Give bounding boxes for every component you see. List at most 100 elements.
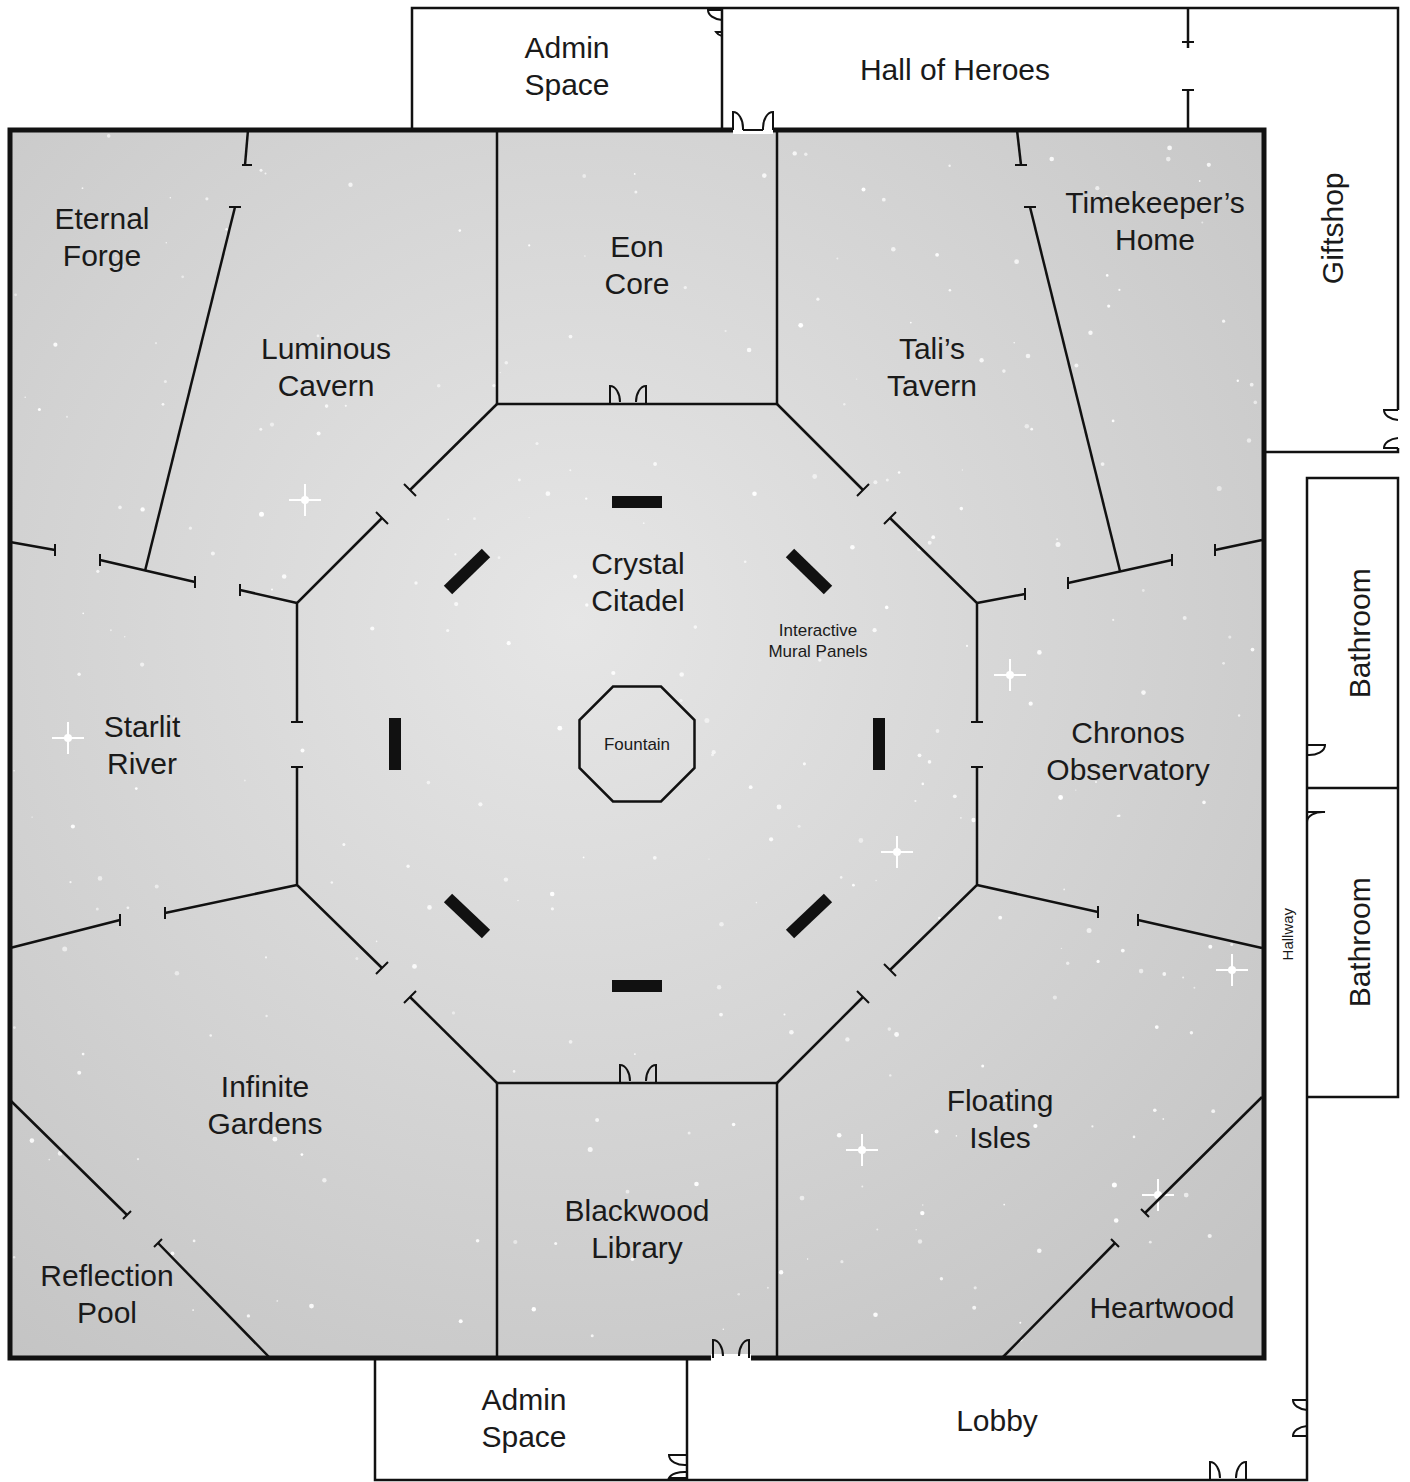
stars bbox=[979, 358, 983, 362]
stars bbox=[205, 197, 208, 200]
stars bbox=[181, 275, 184, 278]
room: Reflection Pool bbox=[14, 1230, 214, 1356]
stars bbox=[840, 876, 843, 879]
inner-walls bbox=[497, 1083, 777, 1358]
stars bbox=[922, 783, 925, 786]
mural-panels bbox=[790, 898, 828, 934]
stars bbox=[260, 169, 263, 172]
outer-walls bbox=[412, 8, 1398, 410]
stars bbox=[893, 848, 901, 856]
stars bbox=[935, 1130, 939, 1134]
room-name: Admin Space bbox=[497, 30, 637, 103]
stars bbox=[752, 491, 757, 496]
inner-walls bbox=[1030, 207, 1120, 571]
stars bbox=[843, 403, 845, 405]
stars bbox=[889, 1074, 891, 1076]
stars bbox=[653, 856, 657, 860]
stars bbox=[747, 348, 752, 353]
stars bbox=[1247, 438, 1251, 442]
stars bbox=[694, 625, 698, 629]
stars bbox=[804, 153, 807, 156]
outer-walls bbox=[721, 8, 724, 130]
stars bbox=[777, 805, 782, 810]
stars bbox=[885, 606, 889, 610]
stars bbox=[135, 787, 138, 790]
outer-walls bbox=[686, 1358, 689, 1480]
stars bbox=[325, 404, 329, 408]
stars bbox=[289, 484, 321, 516]
room-name: Fountain bbox=[587, 735, 687, 756]
stars bbox=[447, 519, 449, 521]
stars bbox=[1107, 305, 1110, 308]
stars bbox=[949, 289, 952, 292]
stars bbox=[582, 174, 586, 178]
stars bbox=[960, 817, 962, 819]
room-name: Blackwood Library bbox=[537, 1193, 737, 1266]
inner-walls bbox=[410, 997, 497, 1083]
stars bbox=[175, 971, 180, 976]
stars bbox=[732, 1123, 736, 1127]
stars bbox=[994, 659, 1026, 691]
stars bbox=[816, 298, 819, 301]
stars bbox=[211, 552, 215, 556]
stars bbox=[1053, 996, 1057, 1000]
stars bbox=[749, 785, 753, 789]
stars bbox=[793, 151, 797, 155]
room-name: Eternal Forge bbox=[22, 201, 182, 274]
stars bbox=[192, 1309, 194, 1311]
stars bbox=[585, 497, 587, 499]
stars bbox=[244, 780, 246, 782]
doors bbox=[1210, 1462, 1246, 1480]
stars bbox=[1002, 369, 1006, 373]
stars bbox=[1155, 1025, 1159, 1029]
mural-panels bbox=[389, 718, 401, 770]
stars bbox=[535, 442, 538, 445]
mural-panels bbox=[448, 553, 486, 590]
stars bbox=[972, 1306, 976, 1310]
stars bbox=[800, 1196, 805, 1201]
stars bbox=[414, 581, 417, 584]
stars bbox=[1182, 976, 1184, 978]
room-name: Eon Core bbox=[582, 229, 692, 302]
mural-panels bbox=[448, 898, 486, 934]
stars bbox=[155, 342, 157, 344]
stars bbox=[276, 1300, 278, 1302]
stars bbox=[505, 361, 509, 365]
stars bbox=[873, 1312, 878, 1317]
stars bbox=[894, 1032, 899, 1037]
wall-ends bbox=[55, 165, 416, 1247]
stars bbox=[1066, 962, 1069, 965]
inner-walls bbox=[1017, 130, 1021, 165]
outer-walls bbox=[1187, 8, 1190, 130]
stars bbox=[1166, 157, 1171, 162]
stars bbox=[723, 1328, 725, 1330]
doors bbox=[1293, 1400, 1307, 1436]
stars bbox=[1097, 960, 1100, 963]
stars bbox=[1025, 424, 1030, 429]
room: Starlit River bbox=[14, 600, 284, 900]
stars bbox=[427, 781, 431, 785]
stars bbox=[859, 838, 864, 843]
stars bbox=[1183, 616, 1187, 620]
room: Hall of Heroes bbox=[724, 10, 1186, 128]
room: Blackwood Library bbox=[499, 1085, 775, 1356]
stars bbox=[1141, 690, 1146, 695]
stars bbox=[355, 957, 358, 960]
room-name: Heartwood bbox=[1072, 1290, 1252, 1327]
stars bbox=[584, 255, 586, 257]
stars bbox=[498, 556, 501, 559]
stars bbox=[31, 816, 32, 817]
stars bbox=[528, 244, 530, 246]
stars bbox=[569, 335, 573, 339]
stars bbox=[1199, 180, 1201, 182]
stars bbox=[137, 1158, 139, 1160]
stars bbox=[1250, 383, 1254, 387]
stars bbox=[550, 892, 555, 897]
stars bbox=[569, 1040, 573, 1044]
stars bbox=[1207, 163, 1211, 167]
stars bbox=[914, 800, 916, 802]
stars bbox=[767, 1287, 769, 1289]
inner-walls bbox=[977, 885, 1262, 948]
stars bbox=[164, 380, 167, 383]
stars bbox=[1106, 274, 1109, 277]
